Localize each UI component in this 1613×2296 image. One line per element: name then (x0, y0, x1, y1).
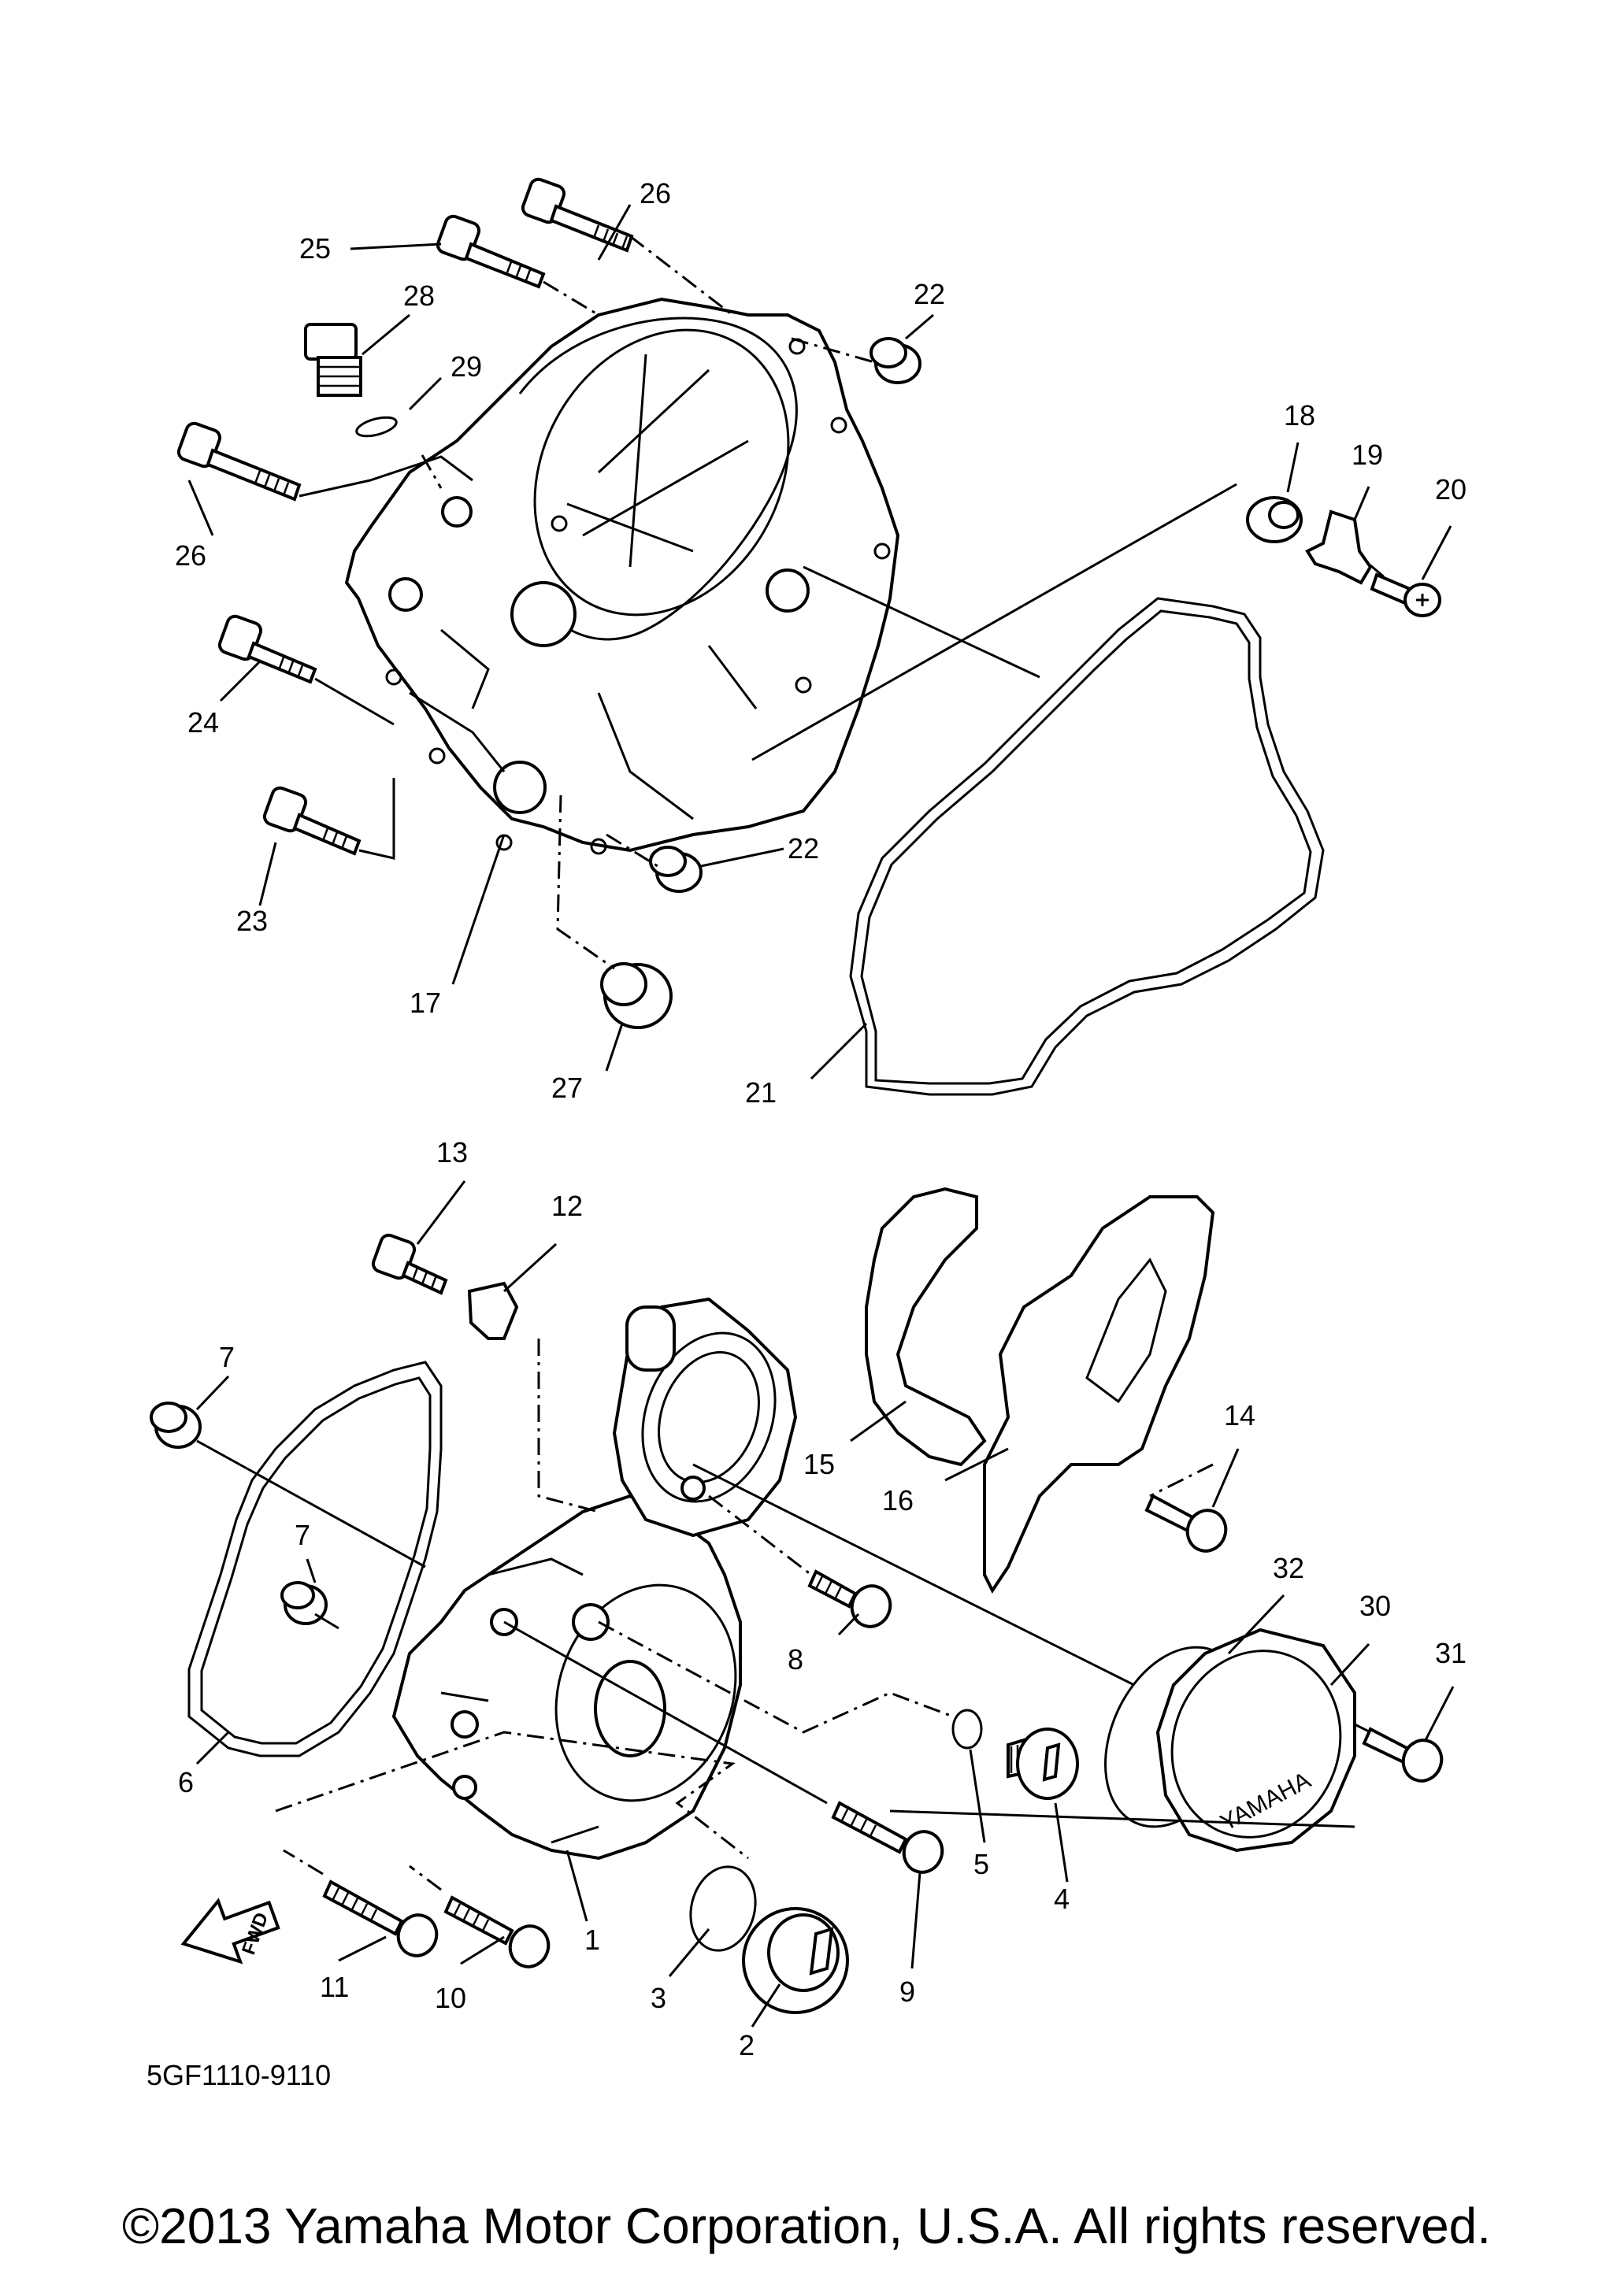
callout-10: 10 (435, 1982, 466, 2014)
crankcase-cover-assembly (344, 297, 900, 855)
callout-31: 31 (1435, 1637, 1467, 1669)
drain-plug-28 (304, 323, 362, 397)
callout-8: 8 (788, 1643, 803, 1676)
bolt-26-left (176, 421, 302, 502)
gasket-21-inner (860, 609, 1312, 1085)
bolt-26-upper (521, 177, 634, 253)
copyright-notice: ©2013 Yamaha Motor Corporation, U.S.A. A… (121, 2198, 1492, 2254)
callout-22: 22 (914, 278, 945, 310)
filler-plug-2 (742, 1907, 849, 2014)
callout-16: 16 (882, 1484, 914, 1516)
callout-26: 26 (640, 177, 671, 209)
check-plug-4 (1007, 1728, 1079, 1800)
bolt-9 (831, 1801, 944, 1874)
callout-32: 32 (1273, 1552, 1304, 1584)
callout-24: 24 (187, 706, 219, 739)
callout-26: 26 (175, 539, 206, 572)
dowel-7-upper (150, 1402, 202, 1449)
callout-21: 21 (745, 1076, 777, 1109)
callout-30: 30 (1359, 1590, 1391, 1622)
bolt-23 (262, 786, 362, 856)
diagram-code: 5GF1110-9110 (146, 2059, 331, 2091)
callout-13: 13 (436, 1136, 468, 1168)
lower-connector-lines (196, 1339, 1371, 1891)
crankshaft-end-cover-30: YAMAHA (1155, 1628, 1356, 1853)
gasket-6 (187, 1361, 443, 1757)
gasket-21 (849, 597, 1325, 1096)
clip-12 (467, 1281, 519, 1340)
bolt-11 (322, 1879, 439, 1957)
callout-11: 11 (320, 1971, 349, 2003)
callout-1: 1 (584, 1924, 600, 1956)
o-ring-5 (951, 1709, 983, 1750)
upper-connector-lines (298, 235, 1387, 970)
callout-25: 25 (299, 232, 331, 265)
callout-23: 23 (236, 905, 268, 937)
callout-3: 3 (651, 1982, 666, 2014)
bolt-10 (443, 1895, 551, 1968)
callout-9: 9 (899, 1976, 915, 2008)
callout-17: 17 (410, 987, 441, 1019)
callout-22: 22 (788, 832, 819, 865)
impeller-housing (612, 1297, 798, 1538)
callout-leaders (187, 204, 1455, 2028)
bolt-25 (436, 214, 546, 289)
screw-20 (1370, 572, 1441, 617)
dowel-22-upper (870, 337, 921, 384)
callout-2: 2 (739, 2029, 755, 2061)
callout-15: 15 (803, 1448, 835, 1480)
o-ring-3 (689, 1865, 757, 1952)
forward-arrow-icon: FWD (180, 1898, 280, 1965)
sprocket-cover-16 (983, 1195, 1215, 1594)
callout-5: 5 (973, 1848, 989, 1880)
bolt-31 (1362, 1727, 1444, 1783)
callout-19: 19 (1352, 439, 1383, 471)
bushing-18 (1246, 496, 1303, 543)
gasket-6-inner (200, 1376, 432, 1745)
callout-14: 14 (1224, 1399, 1255, 1431)
bolt-13 (371, 1233, 448, 1295)
dowel-22-lower (649, 846, 703, 893)
generator-cover-1 (391, 1494, 742, 1861)
callout-29: 29 (451, 350, 482, 383)
callout-12: 12 (551, 1190, 583, 1222)
callout-labels: 26 25 28 29 22 26 24 23 17 27 22 21 18 1… (175, 177, 1467, 2061)
bolt-8 (807, 1569, 892, 1628)
bolt-14 (1144, 1494, 1228, 1553)
callout-28: 28 (403, 280, 435, 312)
callout-27: 27 (551, 1072, 583, 1104)
bolt-24 (217, 614, 317, 684)
plate-15 (865, 1187, 987, 1467)
oil-seal-27 (600, 962, 673, 1029)
clamp-19 (1305, 509, 1373, 585)
callout-6: 6 (178, 1766, 194, 1798)
callout-4: 4 (1054, 1883, 1070, 1915)
callout-7: 7 (219, 1341, 235, 1373)
o-ring-29 (355, 416, 398, 438)
callout-7: 7 (295, 1519, 310, 1551)
callout-18: 18 (1284, 399, 1315, 431)
callout-20: 20 (1435, 473, 1467, 505)
